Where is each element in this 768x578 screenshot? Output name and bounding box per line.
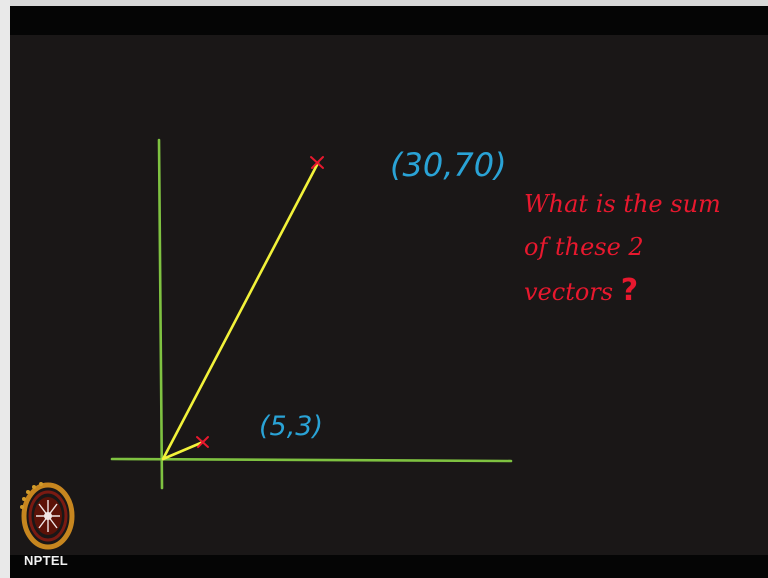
- bottom-bar: [10, 555, 768, 578]
- top-bar: [10, 6, 768, 35]
- question-line-1: What is the sum: [524, 190, 721, 218]
- top-edge: [0, 0, 768, 6]
- question-text: What is the sum of these 2 vectors ?: [524, 183, 754, 314]
- vector-5-3: [161, 440, 205, 461]
- cross-marker-icon: [196, 436, 209, 448]
- left-edge: [0, 0, 10, 578]
- logo-text: NPTEL: [23, 553, 69, 568]
- cross-marker-icon: [310, 156, 324, 169]
- blackboard: [10, 35, 768, 555]
- question-mark: ?: [620, 273, 639, 308]
- coordinate-text: (5,3): [259, 411, 324, 442]
- coordinate-text: (30,70): [390, 146, 507, 184]
- nptel-wheel-logo-icon: [20, 482, 75, 550]
- vector-label-30-70: (30,70): [390, 146, 507, 184]
- vector-label-5-3: (5,3): [259, 411, 323, 442]
- question-line-3: vectors ?: [524, 269, 754, 314]
- y-axis: [157, 138, 164, 490]
- question-word: vectors: [524, 278, 614, 306]
- question-line-2: of these 2: [524, 233, 644, 261]
- x-axis: [110, 457, 513, 463]
- vector-30-70: [161, 161, 320, 461]
